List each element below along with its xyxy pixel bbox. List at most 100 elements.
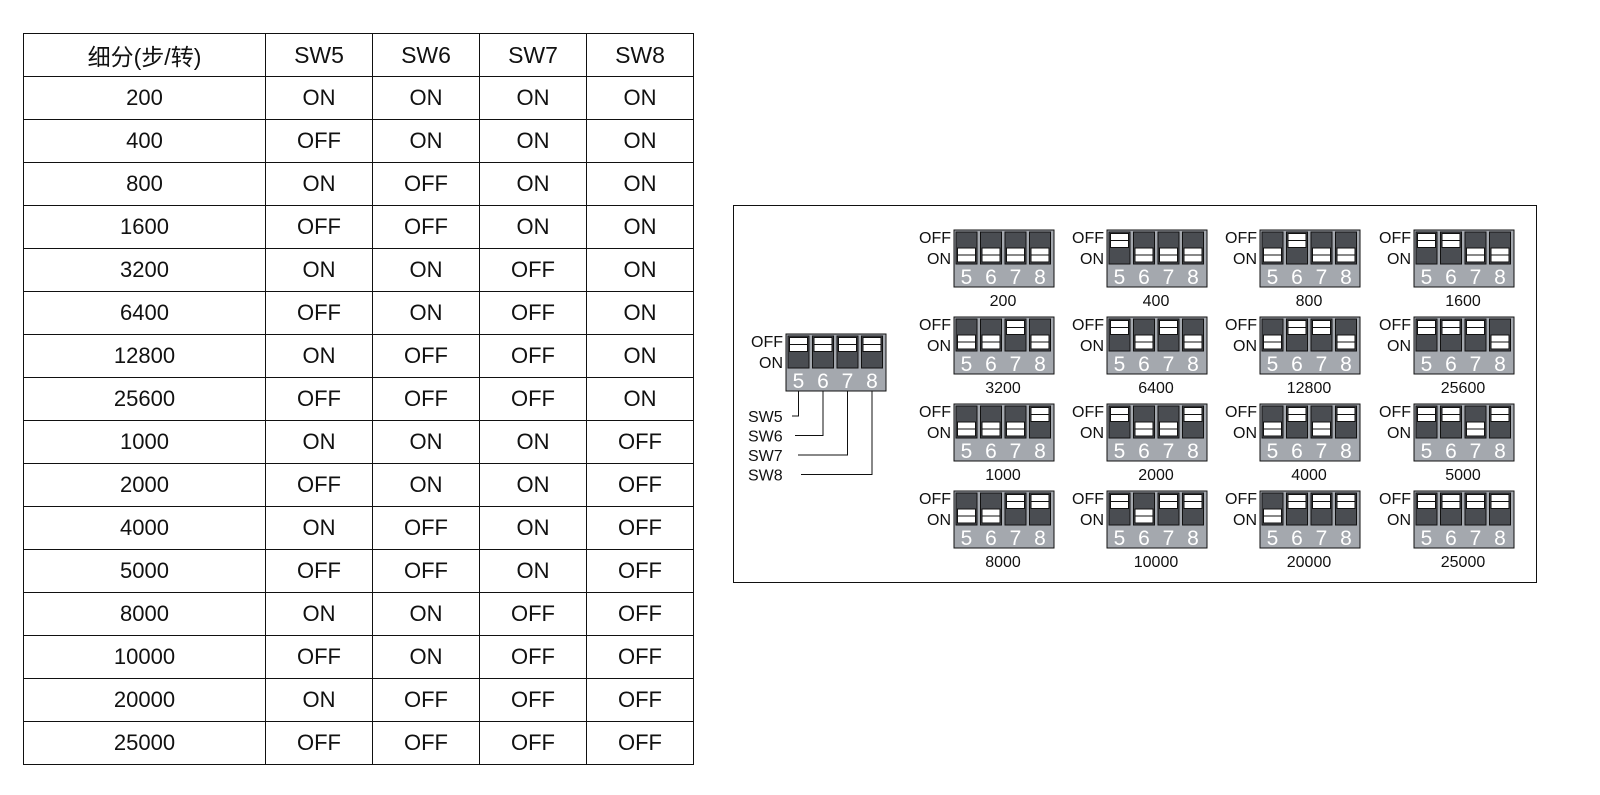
subdivision-value: 6400 (23, 291, 266, 335)
switch-state: OFF (372, 205, 480, 249)
switch-number: 7 (1010, 440, 1022, 463)
switch-state: ON (265, 420, 373, 464)
switch-number: 7 (1010, 527, 1022, 550)
legend-label-sw5: SW5 (748, 409, 783, 426)
switch-state: OFF (586, 420, 694, 464)
on-label: ON (1080, 251, 1104, 268)
switch-state: ON (372, 463, 480, 507)
switch-state: OFF (479, 248, 587, 292)
switch-number: 8 (1340, 527, 1352, 550)
off-label: OFF (1225, 404, 1257, 421)
switch-number: 6 (1445, 440, 1457, 463)
switch-number: 5 (961, 440, 973, 463)
on-label: ON (759, 355, 783, 372)
switch-number: 5 (1114, 266, 1126, 289)
switch-number: 7 (1470, 440, 1482, 463)
switch-number: 8 (1187, 527, 1199, 550)
switch-state: ON (265, 506, 373, 550)
on-label: ON (927, 338, 951, 355)
switch-number: 5 (1114, 527, 1126, 550)
setting-label: 10000 (1134, 554, 1179, 571)
switch-state: OFF (372, 377, 480, 421)
on-label: ON (1233, 425, 1257, 442)
setting-label: 400 (1143, 293, 1170, 310)
subdivision-value: 2000 (23, 463, 266, 507)
off-label: OFF (1379, 491, 1411, 508)
switch-number: 6 (1291, 353, 1303, 376)
switch-number: 5 (1421, 266, 1433, 289)
on-label: ON (1387, 512, 1411, 529)
switch-state: ON (586, 334, 694, 378)
switch-number: 8 (1340, 353, 1352, 376)
setting-label: 1000 (985, 467, 1021, 484)
on-label: ON (927, 251, 951, 268)
switch-state: OFF (372, 162, 480, 206)
on-label: ON (1233, 512, 1257, 529)
switch-number: 8 (1494, 266, 1506, 289)
switch-number: 6 (1138, 527, 1150, 550)
subdivision-value: 4000 (23, 506, 266, 550)
switch-number: 8 (1340, 266, 1352, 289)
setting-label: 1600 (1445, 293, 1481, 310)
switch-number: 6 (985, 266, 997, 289)
switch-number: 8 (866, 370, 878, 393)
switch-number: 8 (1187, 440, 1199, 463)
setting-label: 25000 (1441, 554, 1486, 571)
switch-state: ON (586, 162, 694, 206)
off-label: OFF (1225, 491, 1257, 508)
switch-number: 6 (1445, 353, 1457, 376)
subdivision-value: 3200 (23, 248, 266, 292)
on-label: ON (1080, 512, 1104, 529)
off-label: OFF (1072, 491, 1104, 508)
switch-number: 5 (961, 266, 973, 289)
subdivision-value: 12800 (23, 334, 266, 378)
switch-state: ON (479, 549, 587, 593)
switch-state: ON (479, 463, 587, 507)
switch-number: 7 (1316, 527, 1328, 550)
subdivision-value: 20000 (23, 678, 266, 722)
switch-state: ON (479, 76, 587, 120)
switch-number: 7 (1470, 266, 1482, 289)
switch-number: 5 (1267, 353, 1279, 376)
subdivision-value: 25600 (23, 377, 266, 421)
off-label: OFF (1072, 230, 1104, 247)
header-sw8: SW8 (586, 33, 694, 77)
switch-state: OFF (586, 635, 694, 679)
switch-state: ON (372, 119, 480, 163)
switch-state: OFF (479, 377, 587, 421)
switch-state: OFF (372, 549, 480, 593)
switch-state: OFF (265, 119, 373, 163)
switch-number: 5 (961, 527, 973, 550)
switch-state: OFF (265, 377, 373, 421)
switch-state: ON (479, 119, 587, 163)
off-label: OFF (919, 491, 951, 508)
switch-number: 8 (1034, 266, 1046, 289)
switch-state: ON (372, 592, 480, 636)
switch-number: 8 (1034, 440, 1046, 463)
subdivision-value: 8000 (23, 592, 266, 636)
switch-state: OFF (372, 678, 480, 722)
switch-state: ON (586, 377, 694, 421)
switch-state: ON (586, 248, 694, 292)
switch-number: 8 (1494, 353, 1506, 376)
switch-number: 6 (1445, 266, 1457, 289)
switch-state: OFF (265, 463, 373, 507)
switch-number: 7 (1470, 353, 1482, 376)
switch-number: 5 (1267, 527, 1279, 550)
on-label: ON (927, 512, 951, 529)
